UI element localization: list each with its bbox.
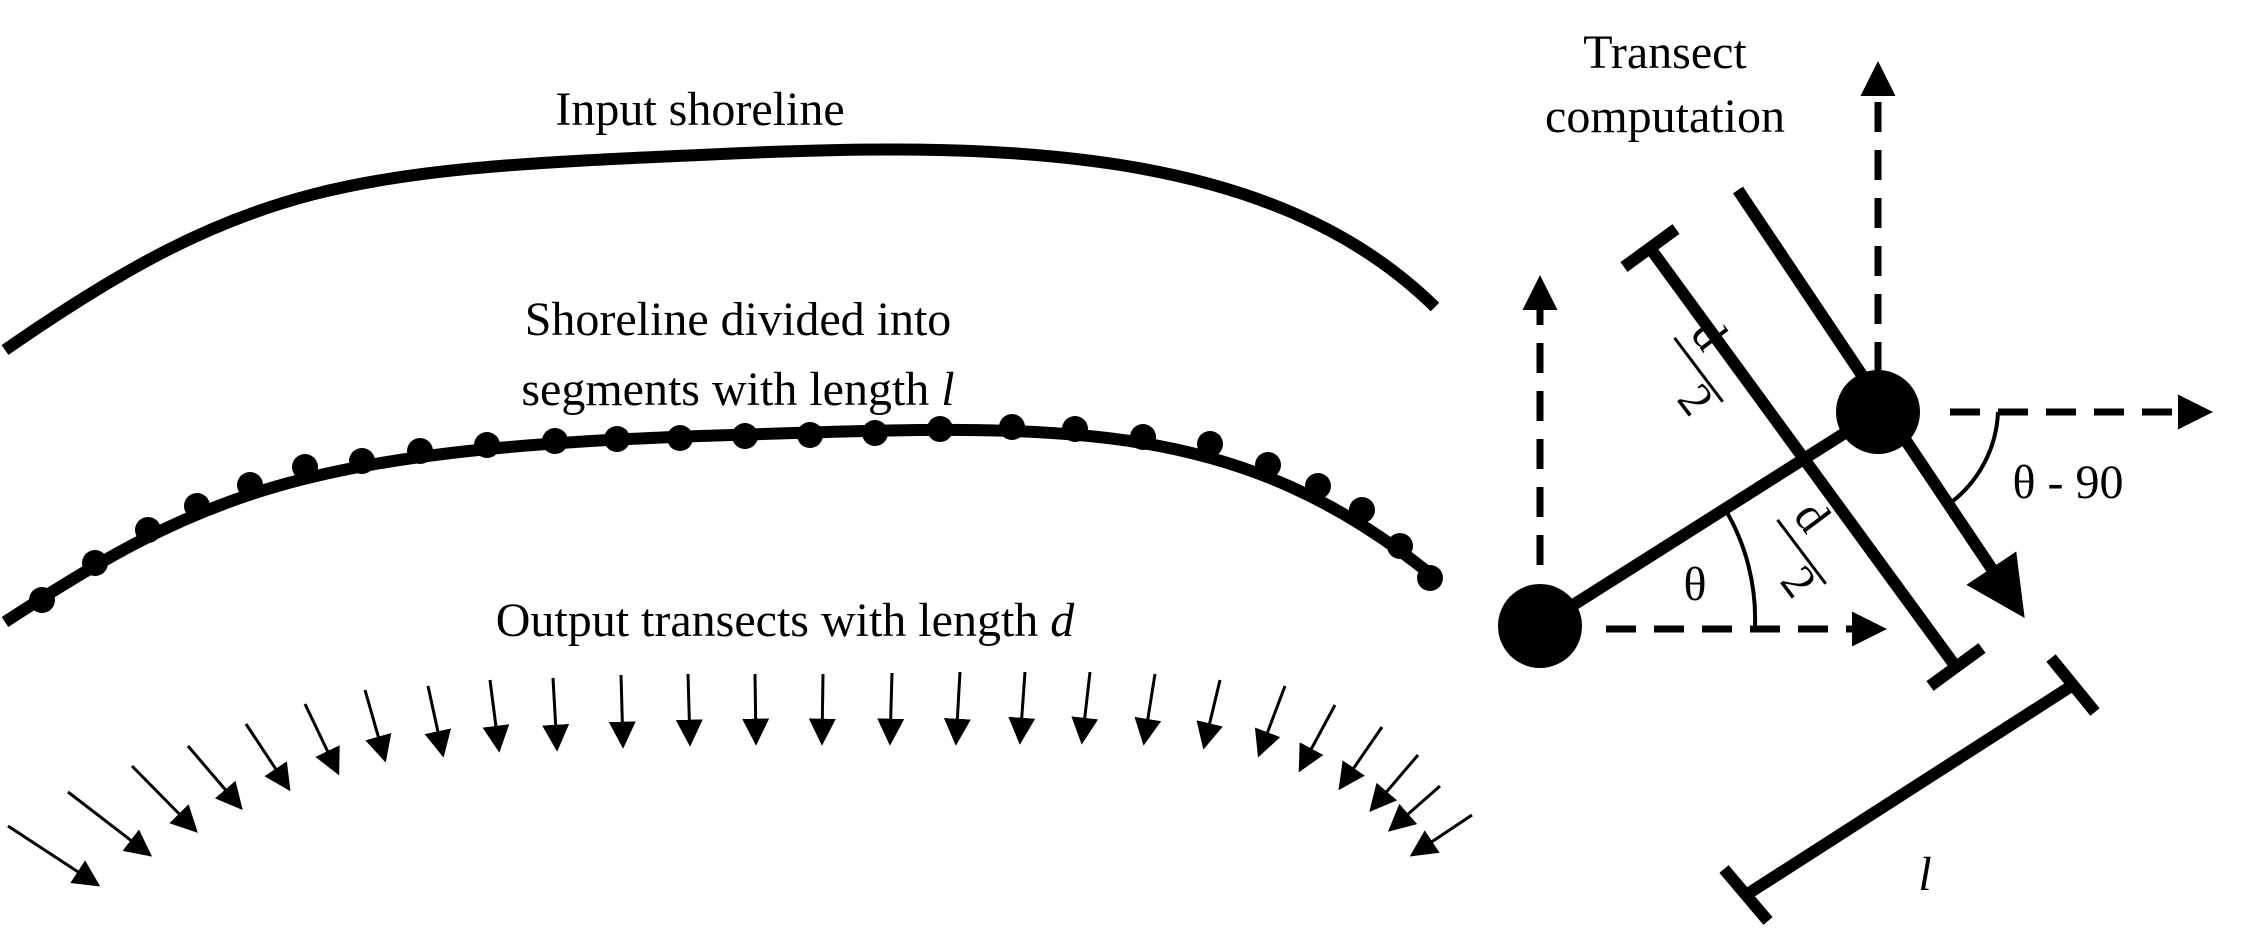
transect-arrow [943, 671, 971, 746]
transect-arrow [1409, 813, 1473, 857]
segment-point [797, 422, 823, 448]
transect-arrow [742, 673, 770, 746]
segment-points [29, 414, 1443, 613]
segments-label-line2: segments with length l [521, 363, 954, 416]
output-transects-label: Output transects with length d [496, 594, 1076, 647]
transect-arrow [608, 674, 636, 749]
transect-arrow [1134, 673, 1162, 746]
half-d-upper-denominator: 2 [1667, 374, 1724, 425]
transect-arrow [808, 673, 836, 746]
transect-arrow [424, 685, 452, 758]
transect-title-line2: computation [1545, 90, 1785, 143]
output-transects-var: d [1050, 594, 1075, 647]
shoreline-point-b [1836, 370, 1920, 454]
segment-point [135, 517, 161, 543]
transect-end-cap-bottom [1926, 643, 1986, 691]
segment-point [1417, 565, 1443, 591]
half-d-label-lower: d 2 [1770, 491, 1841, 607]
shoreline-point-a [1498, 584, 1582, 668]
theta-label: θ [1684, 558, 1707, 611]
output-transects-text: Output transects with length [496, 594, 1051, 647]
segment-point [542, 428, 568, 454]
transect-arrow [363, 689, 392, 763]
segments-length-var: l [941, 363, 954, 416]
length-l-label: l [1918, 848, 1931, 901]
transect-arrow [130, 764, 198, 833]
transect-arrow [1196, 679, 1223, 750]
segment-point [732, 423, 758, 449]
segment-point [407, 438, 433, 464]
transect-arrow [1008, 671, 1036, 745]
half-d-upper-bar [1673, 336, 1724, 403]
transect-arrow [1298, 704, 1337, 773]
segments-label-line1: Shoreline divided into [525, 293, 952, 346]
segment-point [292, 454, 318, 480]
segment-point [999, 414, 1025, 440]
transect-arrow [1338, 726, 1384, 791]
transect-arrow [244, 723, 291, 792]
half-d-lower-bar [1776, 518, 1827, 585]
transect-arrow [67, 790, 153, 857]
length-l-bar [1742, 679, 2077, 901]
theta-angle-arc [1723, 507, 1758, 627]
segmented-shoreline-curve [1, 423, 1439, 628]
transect-arrow [482, 679, 510, 753]
segments-label-text: segments with length [521, 363, 941, 416]
segment-point [237, 472, 263, 498]
segment-point [349, 448, 375, 474]
length-l-cap-left [1719, 865, 1773, 925]
segment-point [667, 425, 693, 451]
transect-arrow [877, 672, 905, 746]
segment-point [474, 432, 500, 458]
transect-line [1645, 244, 1961, 671]
transect-arrow [675, 673, 703, 747]
output-transect-arrows [7, 671, 1473, 887]
transect-arrow [186, 745, 243, 811]
segment-point [184, 493, 210, 519]
transect-arrow [303, 703, 340, 776]
transect-arrow [7, 824, 101, 887]
theta-minus-90-angle-arc [1947, 411, 2000, 506]
transect-arrow [542, 677, 570, 752]
input-shoreline-curve [1, 143, 1440, 355]
segment-point [1130, 424, 1156, 450]
segment-point [862, 420, 888, 446]
segment-line-ab [1536, 406, 1882, 632]
transect-arrow [1369, 754, 1420, 813]
segment-point [1062, 416, 1088, 442]
transect-arrow [1387, 784, 1441, 832]
length-l-cap-right [2046, 654, 2100, 716]
segment-point [604, 426, 630, 452]
transect-arrow [1254, 685, 1287, 758]
input-shoreline-label: Input shoreline [555, 83, 844, 136]
transect-title-line1: Transect [1583, 26, 1747, 79]
transect-end-cap-top [1620, 224, 1680, 272]
half-d-lower-numerator: d [1784, 491, 1841, 542]
segment-point [29, 587, 55, 613]
segment-point [82, 550, 108, 576]
half-d-lower-denominator: 2 [1770, 556, 1827, 607]
segment-point [1349, 497, 1375, 523]
segment-point [1387, 533, 1413, 559]
transect-arrow [1071, 671, 1099, 745]
segment-point [1255, 452, 1281, 478]
segment-point [927, 416, 953, 442]
theta-minus-90-label: θ - 90 [2013, 456, 2124, 509]
segment-point [1305, 473, 1331, 499]
segment-point [1197, 431, 1223, 457]
